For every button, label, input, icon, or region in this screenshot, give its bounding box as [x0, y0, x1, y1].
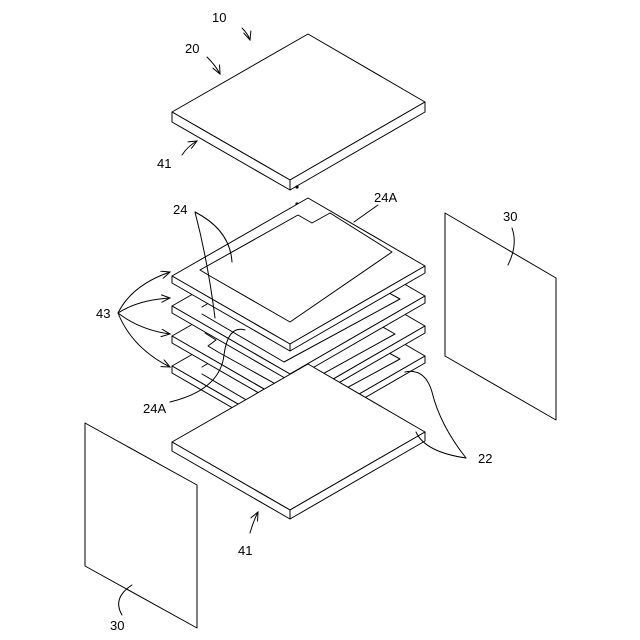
label-10: 10 — [212, 10, 226, 25]
label-30-left: 30 — [110, 618, 124, 633]
leader-24A-top — [354, 205, 378, 222]
label-24A-top: 24A — [374, 190, 397, 205]
leader-41-bottom — [250, 512, 258, 533]
top-plate-41 — [172, 34, 425, 190]
label-43: 43 — [96, 306, 110, 321]
leader-43-c — [118, 313, 170, 334]
label-24: 24 — [173, 202, 187, 217]
label-22: 22 — [478, 451, 492, 466]
side-plate-right — [445, 213, 556, 420]
leader-20 — [207, 57, 220, 74]
label-41-bottom: 41 — [238, 543, 252, 558]
label-41-top: 41 — [157, 156, 171, 171]
leader-41-top — [182, 141, 197, 155]
label-20: 20 — [185, 41, 199, 56]
leader-43-d — [118, 313, 170, 367]
label-30-right: 30 — [503, 209, 517, 224]
label-24A-bottom: 24A — [143, 401, 166, 416]
leader-43-a — [118, 272, 170, 313]
leader-10 — [242, 28, 250, 40]
